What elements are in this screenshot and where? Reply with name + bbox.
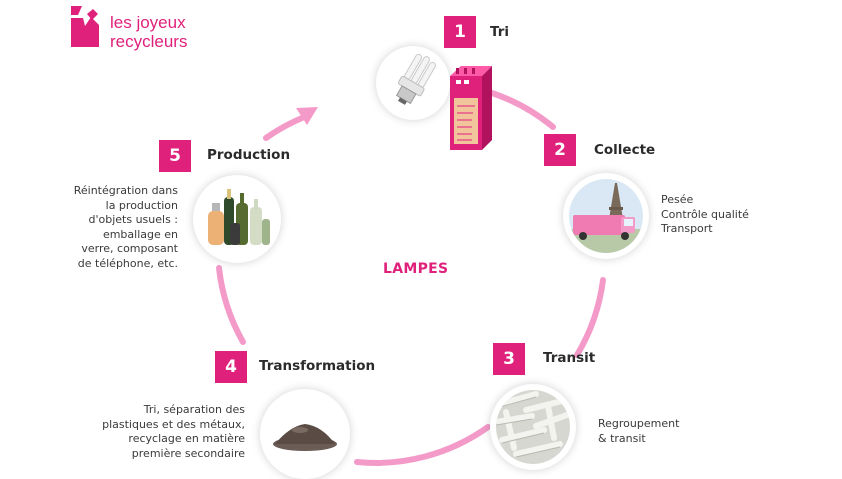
logo-mark-icon bbox=[71, 6, 99, 47]
step-3-description: Regroupement & transit bbox=[598, 417, 680, 445]
step-4-image bbox=[260, 389, 350, 479]
center-label: LAMPES bbox=[383, 261, 449, 277]
step-3-image bbox=[490, 384, 576, 470]
cycle-arrowhead-icon bbox=[296, 107, 318, 125]
step-2-title: Collecte bbox=[594, 142, 656, 158]
collection-box-icon bbox=[450, 66, 492, 152]
step-4-description: Tri, séparation des plastiques et des mé… bbox=[102, 403, 245, 460]
brand-name-line2: recycleurs bbox=[110, 32, 188, 51]
step-3-badge: 3 bbox=[493, 343, 525, 375]
powder-pile-icon bbox=[273, 424, 337, 451]
brand-name: les joyeux recycleurs bbox=[110, 13, 187, 51]
step-5-description: Réintégration dans la production d'objet… bbox=[73, 184, 178, 270]
crushed-tubes-icon bbox=[496, 390, 570, 464]
lightbulb-icon bbox=[395, 53, 436, 105]
step-2-description: Pesée Contrôle qualité Transport bbox=[661, 193, 749, 235]
cycle-arc-2-3 bbox=[574, 277, 606, 358]
step-4-title: Transformation bbox=[259, 358, 376, 374]
cycle-arc-4-5 bbox=[216, 265, 246, 345]
cycle-arc-1-2 bbox=[489, 90, 556, 130]
glass-bottles-icon bbox=[208, 189, 270, 245]
step-4-badge: 4 bbox=[215, 351, 247, 383]
cycle-arc-3-4 bbox=[354, 424, 491, 466]
step-3-title: Transit bbox=[543, 350, 596, 366]
step-5-image bbox=[193, 175, 281, 263]
step-5-title: Production bbox=[207, 147, 291, 163]
cycle-arc-5-1 bbox=[263, 115, 305, 141]
step-1-image bbox=[376, 46, 450, 120]
step-2-image bbox=[563, 173, 649, 259]
step-2-badge: 2 bbox=[544, 134, 576, 166]
step-1-title: Tri bbox=[490, 24, 510, 40]
step-1-badge: 1 bbox=[444, 16, 476, 48]
truck-eiffel-icon bbox=[569, 179, 643, 253]
brand-name-line1: les joyeux bbox=[110, 13, 186, 32]
brand-logo: les joyeux recycleurs bbox=[68, 4, 187, 51]
step-5-badge: 5 bbox=[159, 140, 191, 172]
